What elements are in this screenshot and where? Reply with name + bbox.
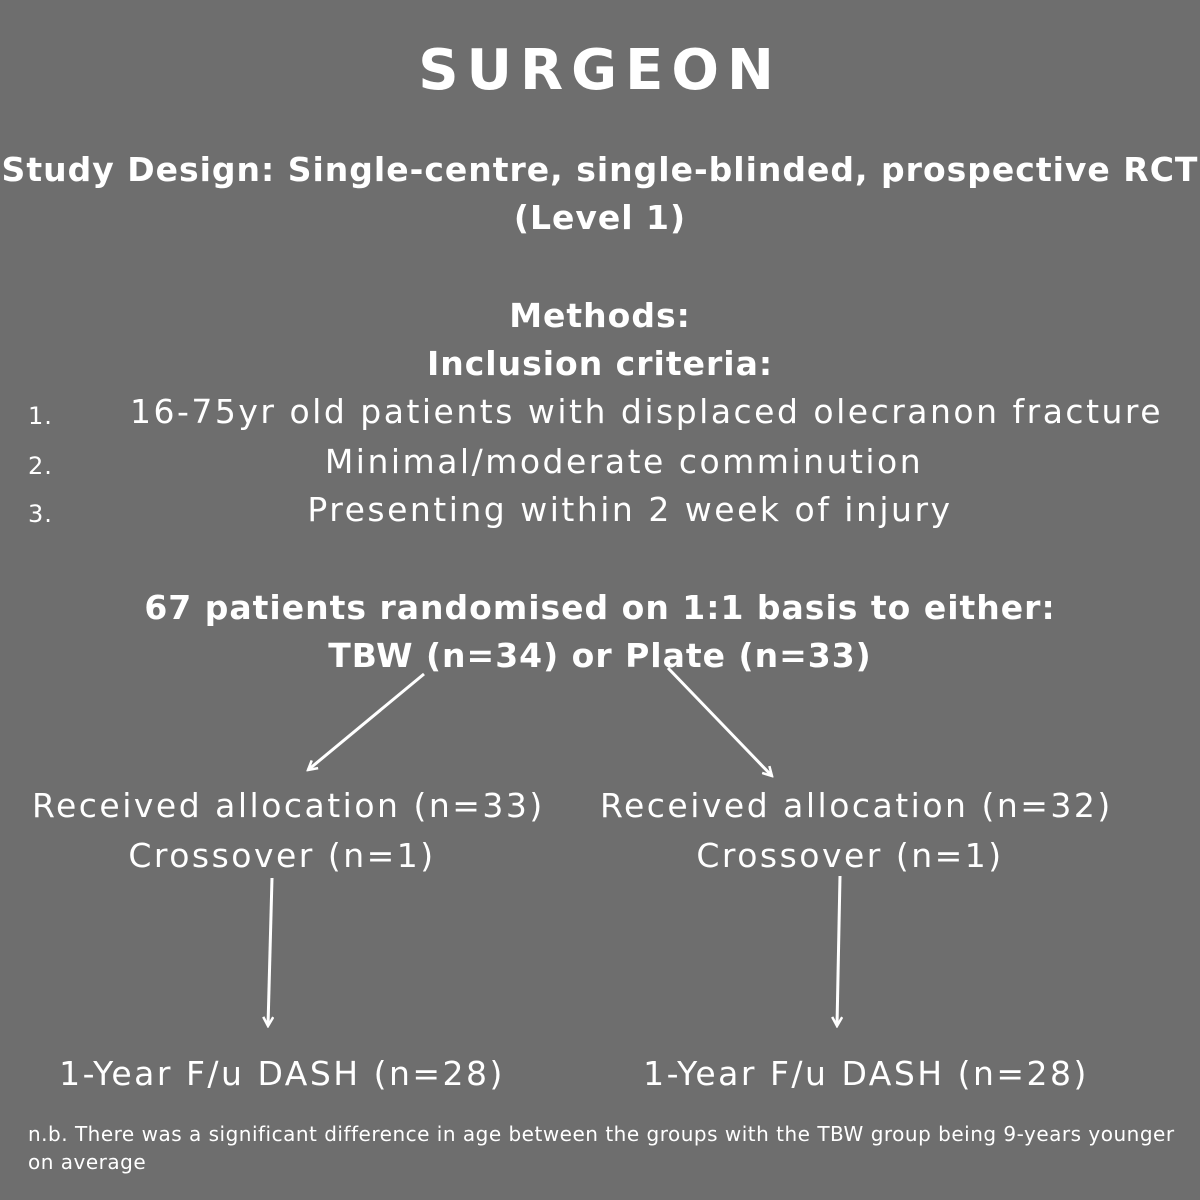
randomisation-line2: TBW (n=34) or Plate (n=33) bbox=[328, 636, 872, 675]
criterion-number-3: 3. bbox=[28, 500, 53, 528]
criterion-number-2: 2. bbox=[28, 452, 53, 480]
inclusion-heading: Inclusion criteria: bbox=[426, 344, 774, 383]
criterion-number-1: 1. bbox=[28, 402, 53, 430]
footnote: n.b. There was a significant difference … bbox=[28, 1122, 1175, 1174]
left-followup: 1-Year F/u DASH (n=28) bbox=[59, 1054, 505, 1093]
methods-heading: Methods: bbox=[509, 296, 691, 335]
criterion-text-3: Presenting within 2 week of injury bbox=[307, 490, 953, 529]
arrow-left-to-followup bbox=[268, 877, 272, 1026]
study-design-line2: (Level 1) bbox=[513, 198, 687, 237]
page-title: SURGEON bbox=[418, 38, 782, 103]
left-allocation: Received allocation (n=33) bbox=[32, 786, 545, 825]
right-allocation: Received allocation (n=32) bbox=[600, 786, 1113, 825]
right-followup: 1-Year F/u DASH (n=28) bbox=[643, 1054, 1089, 1093]
study-design-line1: Study Design: Single-centre, single-blin… bbox=[1, 150, 1199, 189]
randomisation-line1: 67 patients randomised on 1:1 basis to e… bbox=[144, 588, 1056, 627]
left-crossover: Crossover (n=1) bbox=[128, 836, 436, 875]
arrow-to-right-arm bbox=[666, 666, 772, 776]
criterion-text-2: Minimal/moderate comminution bbox=[324, 442, 924, 481]
right-crossover: Crossover (n=1) bbox=[696, 836, 1004, 875]
criterion-text-1: 16-75yr old patients with displaced olec… bbox=[130, 392, 1164, 431]
arrow-to-left-arm bbox=[308, 672, 425, 770]
arrow-right-to-followup bbox=[837, 875, 840, 1026]
